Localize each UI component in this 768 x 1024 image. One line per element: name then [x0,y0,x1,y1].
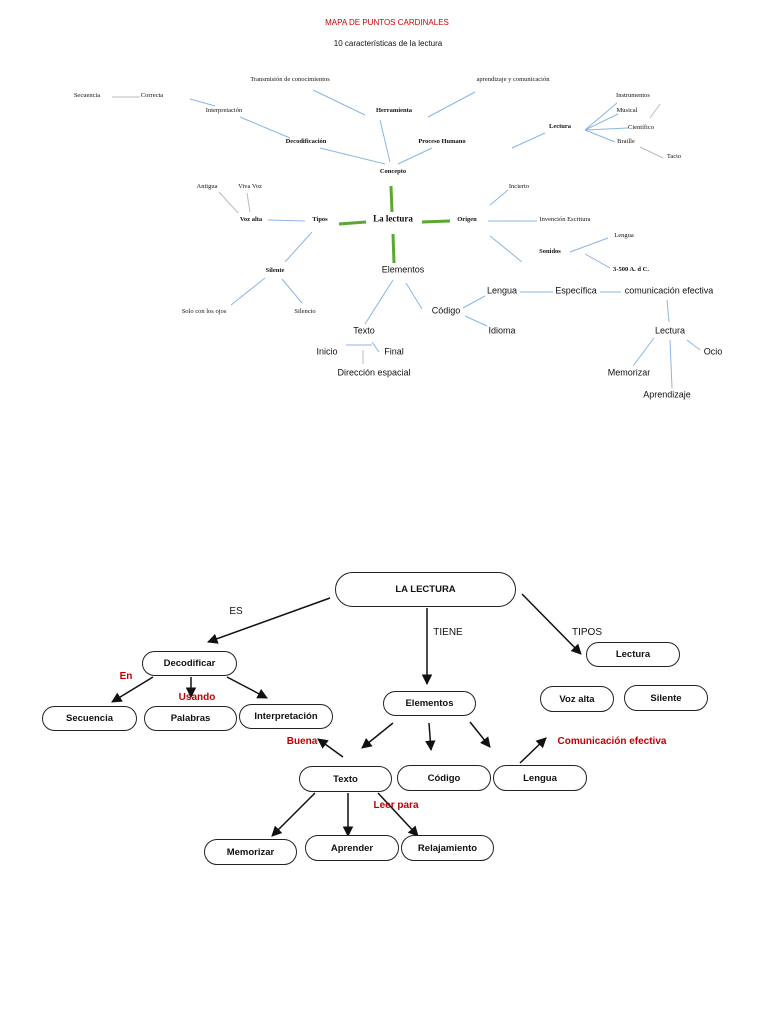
node-viva-voz: Viva Voz [238,182,262,190]
node-interpretacion: Interpretación [239,704,333,729]
node-incierto: Incierto [508,182,530,190]
node-memorizar: Memorizar [204,839,297,865]
node-correcta: Correcta [140,91,164,99]
node-solo-ojos: Solo con los ojos [181,307,227,315]
node-concepto: Concepto [379,167,407,175]
node-la-lectura-center: La lectura [373,213,413,224]
node-aprendizaje: Aprendizaje [643,389,691,400]
label-es: ES [229,606,243,617]
node-texto: Texto [353,325,375,336]
node-la-lectura: LA LECTURA [335,572,516,607]
node-aprendizaje-comunicacion: aprendizaje y comunicación [476,75,550,83]
node-voz-alta-small: Voz alta [239,215,263,223]
node-ocio: Ocio [703,346,723,357]
node-elementos: Elementos [383,691,476,716]
node-herramienta: Herramienta [375,106,413,114]
node-voz-alta: Voz alta [540,686,614,712]
node-secuencia: Secuencia [42,706,137,731]
node-elementos: Elementos [381,264,425,275]
label-en: En [119,671,133,682]
label-tiene: TIENE [433,627,463,638]
node-tipos-small: Tipos [312,215,328,223]
map1-thin-lines [112,89,701,389]
node-interpretacion: Interpretación [205,106,243,114]
arrow-tipos [521,593,582,655]
node-musical: Musical [616,106,638,114]
node-silencio: Silencio [294,307,316,315]
arrow-lengua [469,721,491,748]
node-fecha: 3-500 A. d C. [613,265,649,273]
node-antigua: Antigua [196,182,218,190]
node-braille: Braille [617,137,635,145]
node-aprender: Aprender [305,835,399,861]
node-proceso-humano: Proceso Humano [418,137,466,145]
arrow-relajamiento [377,792,419,837]
map1-title: MAPA DE PUNTOS CARDINALES [325,18,449,27]
arrow-buena [317,738,344,758]
arrow-memorizar [271,792,316,837]
node-cientifico: Científico [628,123,654,131]
node-comunicacion-efectiva: comunicación efectiva [624,285,714,296]
node-idioma: Idioma [488,325,516,336]
node-silente-small: Silente [265,266,285,274]
node-secuencia: Secuencia [73,91,101,99]
arrow-interpretacion [226,676,268,699]
node-codigo: Código [397,765,491,791]
node-transmision: Transmisión de conocimientos [250,75,330,83]
node-tacto: Tacto [666,152,682,160]
node-codigo: Código [431,305,461,316]
node-lengua: Lengua [486,285,518,296]
node-inicio: Inicio [316,346,338,357]
node-sonidos: Sonidos [539,247,561,255]
node-decodificacion: Decodificación [285,137,327,145]
node-memorizar: Memorizar [607,367,651,378]
label-usando: Usando [178,692,216,703]
node-especifica: Específica [555,285,597,296]
node-final: Final [384,346,404,357]
node-direccion: Dirección espacial [337,367,411,378]
arrow-en [111,676,154,703]
label-tipos: TIPOS [571,627,603,638]
node-palabras: Palabras [144,706,237,731]
label-comunicacion-efectiva: Comunicación efectiva [557,736,667,747]
arrow-texto [361,722,394,749]
node-lectura: Lectura [654,325,686,336]
node-decodificar: Decodificar [142,651,237,676]
node-texto: Texto [299,766,392,792]
arrow-codigo [425,722,436,752]
node-silente: Silente [624,685,708,711]
map1-green-branches [338,185,451,264]
node-lengua-small: Lengua [614,231,634,239]
node-invencion: Invención Escritura [539,215,591,223]
node-relajamiento: Relajamiento [401,835,494,861]
node-instrumentos: Instrumentos [616,91,650,99]
node-lengua: Lengua [493,765,587,791]
arrow-es [207,597,331,644]
label-leer-para: Leer para [373,800,419,811]
node-lectura-small: Lectura [548,122,572,130]
label-buena: Buena [286,736,318,747]
node-lectura-tipo: Lectura [586,642,680,667]
arrow-comunicacion [519,737,547,764]
map1-subtitle: 10 características de la lectura [333,39,443,48]
node-origen: Origen [457,215,477,223]
